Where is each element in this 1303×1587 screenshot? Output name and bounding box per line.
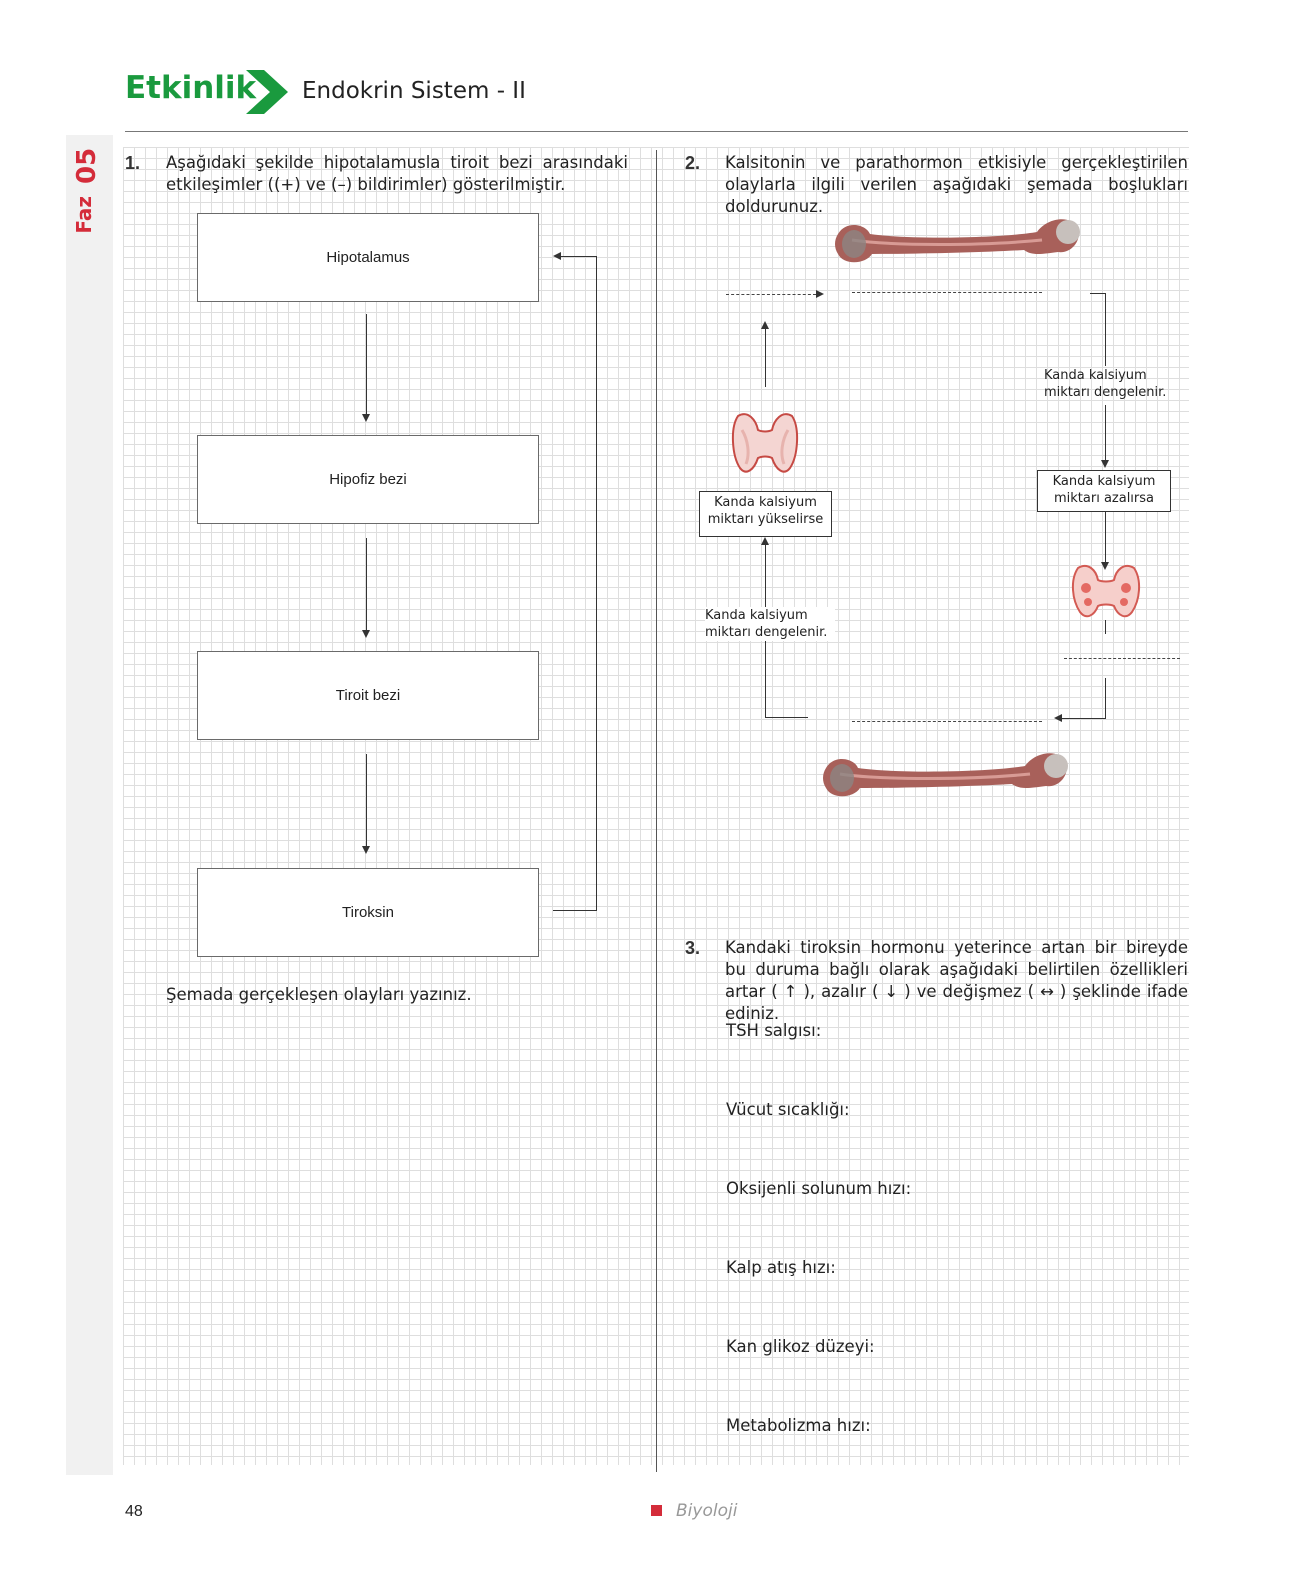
question-1-text: Aşağıdaki şekilde hipotalamusla tiroit b… (166, 153, 628, 194)
arrow-down-icon (1101, 460, 1109, 468)
cycle-line (1090, 293, 1106, 294)
cycle-line (765, 329, 766, 387)
side-tab-number: 05 (72, 147, 102, 184)
footer-subject: Biyoloji (676, 1501, 738, 1521)
flow-box-hipofiz: Hipofiz bezi (197, 435, 539, 524)
arrow-left-icon (1054, 714, 1062, 722)
flow-box-tiroksin: Tiroksin (197, 868, 539, 957)
feedback-line (553, 910, 597, 911)
arrow-down-icon (362, 630, 370, 638)
feedback-line (561, 256, 597, 257)
flow-arrow-line (366, 538, 367, 630)
label-calcium-balanced-right: Kanda kalsiyum miktarı dengelenir. (1044, 368, 1167, 400)
cycle-line (1105, 405, 1106, 460)
page-number: 48 (125, 1503, 143, 1520)
blank-line (726, 294, 816, 295)
property-heart-rate: Kalp atış hızı: (726, 1258, 836, 1277)
question-1-prompt: Şemada gerçekleşen olayları yazınız. (166, 985, 472, 1004)
flow-arrow-line (366, 314, 367, 414)
arrow-down-icon (1101, 562, 1109, 570)
arrow-down-icon (362, 414, 370, 422)
column-divider (656, 150, 657, 1472)
arrow-down-icon (362, 846, 370, 854)
activity-title: Etkinlik (125, 70, 257, 106)
question-2-text: Kalsitonin ve parathormon etkisiyle gerç… (725, 153, 1188, 216)
arrow-left-icon (553, 252, 561, 260)
blank-line (852, 292, 1042, 293)
property-tsh: TSH salgısı: (726, 1021, 822, 1040)
femur-bone-icon (823, 753, 1068, 797)
property-metabolism: Metabolizma hızı: (726, 1416, 871, 1435)
parathyroid-gland-icon (1072, 564, 1140, 618)
cycle-line (765, 717, 808, 718)
cycle-line (1105, 293, 1106, 366)
feedback-line (596, 256, 597, 911)
cycle-line (1105, 620, 1106, 634)
femur-bone-icon (835, 219, 1080, 263)
thyroid-gland-icon (732, 413, 798, 473)
question-3-text: Kandaki tiroksin hormonu yeterince artan… (725, 938, 1188, 1023)
property-body-temperature: Vücut sıcaklığı: (726, 1100, 850, 1119)
flow-arrow-line (366, 754, 367, 846)
flow-box-hipotalamus: Hipotalamus (197, 213, 539, 302)
cycle-line (1105, 512, 1106, 562)
property-aerobic-respiration: Oksijenli solunum hızı: (726, 1179, 912, 1198)
property-blood-glucose: Kan glikoz düzeyi: (726, 1337, 875, 1356)
flow-box-label: Hipotalamus (326, 249, 410, 266)
blank-line (852, 721, 1042, 722)
question-1-number: 1. (125, 153, 141, 173)
question-2-number: 2. (685, 153, 701, 173)
blank-line (1064, 658, 1180, 659)
flow-box-label: Tiroksin (342, 904, 394, 921)
cycle-line (1062, 718, 1106, 719)
header-divider (125, 131, 1188, 132)
flow-box-tiroit: Tiroit bezi (197, 651, 539, 740)
question-3-number: 3. (685, 938, 701, 958)
arrow-right-icon (816, 290, 824, 298)
flow-box-label: Tiroit bezi (335, 687, 401, 704)
side-tab-label: Faz (72, 196, 96, 234)
box-calcium-drops: Kanda kalsiyum miktarı azalırsa (1037, 470, 1171, 512)
arrow-up-icon (761, 537, 769, 545)
cycle-line (1105, 678, 1106, 718)
chevron-right-icon (246, 70, 288, 114)
footer-square-icon (651, 1505, 662, 1516)
activity-subtitle: Endokrin Sistem - II (302, 78, 526, 104)
side-tab (66, 135, 113, 1475)
label-calcium-balanced-left: Kanda kalsiyum miktarı dengelenir. (705, 607, 835, 641)
arrow-up-icon (761, 321, 769, 329)
box-calcium-rises: Kanda kalsiyum miktarı yükselirse (699, 491, 832, 537)
flow-box-label: Hipofiz bezi (329, 471, 407, 488)
